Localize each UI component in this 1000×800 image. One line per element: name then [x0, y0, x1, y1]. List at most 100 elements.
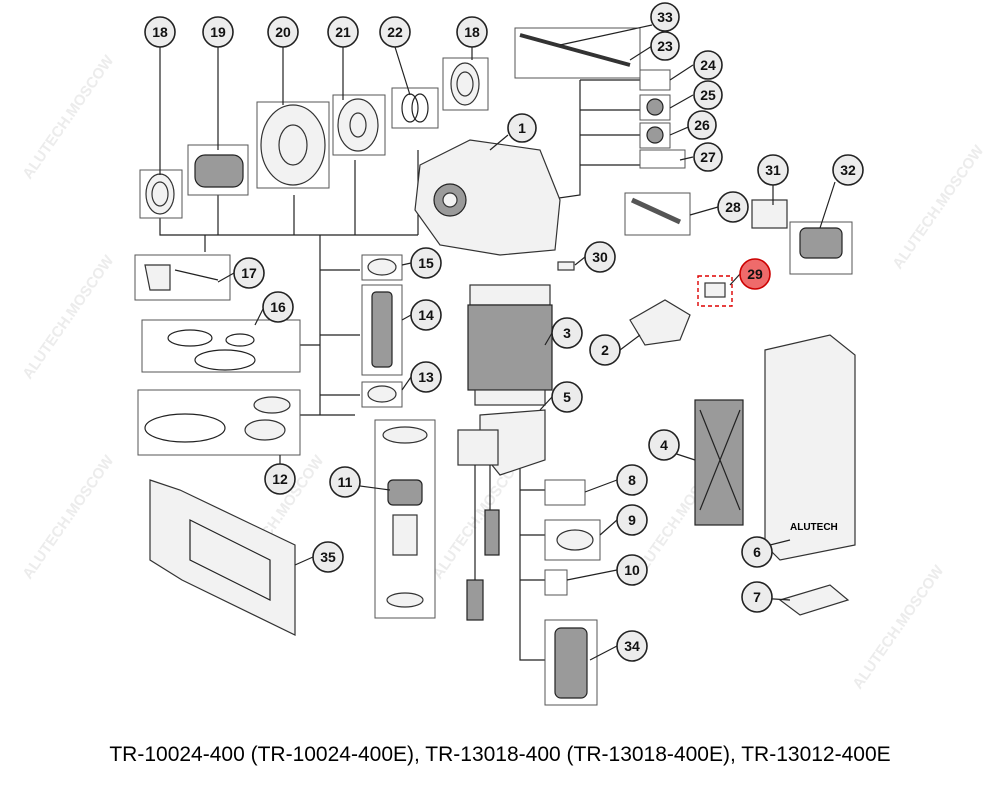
callout-15[interactable]: 15	[410, 247, 442, 279]
svg-text:13: 13	[418, 369, 434, 385]
callout-25[interactable]: 25	[693, 80, 723, 110]
limit-switch-31-32	[751, 199, 853, 275]
svg-text:3: 3	[563, 325, 571, 341]
callout-17[interactable]: 17	[233, 257, 265, 289]
watermark: ALUTECH.MOSCOW	[889, 142, 988, 273]
svg-text:5: 5	[563, 389, 571, 405]
key-30	[557, 261, 575, 271]
svg-text:11: 11	[338, 474, 353, 490]
callout-11[interactable]: 11	[329, 466, 361, 498]
svg-text:25: 25	[700, 87, 716, 103]
callout-13[interactable]: 13	[410, 361, 442, 393]
callout-30[interactable]: 30	[584, 241, 616, 273]
callout-32[interactable]: 32	[832, 154, 864, 186]
bearing-18-left	[139, 169, 183, 219]
callout-6[interactable]: 6	[741, 536, 773, 568]
shaft-33	[514, 27, 641, 79]
callout-19[interactable]: 19	[202, 16, 234, 48]
handwheel-5	[457, 409, 546, 621]
seal-kit-16	[141, 319, 301, 373]
pinion-19	[187, 144, 249, 196]
svg-text:16: 16	[270, 299, 286, 315]
callout-33[interactable]: 33	[650, 2, 680, 32]
watermark: ALUTECH.MOSCOW	[19, 452, 118, 583]
callout-21[interactable]: 21	[327, 16, 359, 48]
svg-text:6: 6	[753, 544, 761, 560]
svg-text:9: 9	[628, 512, 636, 528]
svg-text:21: 21	[335, 24, 351, 40]
svg-text:8: 8	[628, 472, 636, 488]
circlips-22	[391, 87, 439, 129]
callout-5[interactable]: 5	[551, 381, 583, 413]
callout-8[interactable]: 8	[616, 464, 648, 496]
worm-14	[361, 284, 403, 376]
watermark: ALUTECH.MOSCOW	[849, 562, 948, 693]
callout-28[interactable]: 28	[717, 191, 749, 223]
svg-text:32: 32	[840, 162, 856, 178]
callout-2[interactable]: 2	[589, 334, 621, 366]
callout-34[interactable]: 34	[616, 630, 648, 662]
callout-1[interactable]: 1	[507, 113, 537, 143]
bracket-17	[134, 254, 231, 301]
cover-6: ALUTECH	[764, 334, 856, 561]
callout-10[interactable]: 10	[616, 554, 648, 586]
svg-text:19: 19	[210, 24, 226, 40]
callout-9[interactable]: 9	[616, 504, 648, 536]
callout-24[interactable]: 24	[693, 50, 723, 80]
parts-8-10	[544, 479, 601, 596]
svg-text:26: 26	[694, 117, 710, 133]
cover-logo: ALUTECH	[790, 522, 838, 533]
watermark: ALUTECH.MOSCOW	[19, 252, 118, 383]
callout-26[interactable]: 26	[687, 110, 717, 140]
hand-crank-34	[544, 619, 598, 706]
svg-text:7: 7	[753, 589, 761, 605]
watermark: ALUTECH.MOSCOW	[19, 52, 118, 183]
flange-21	[332, 94, 386, 156]
callout-16[interactable]: 16	[262, 291, 294, 323]
svg-text:28: 28	[725, 199, 741, 215]
encoder-2	[629, 299, 691, 346]
svg-text:4: 4	[660, 437, 668, 453]
callout-20[interactable]: 20	[267, 16, 299, 48]
release-lever-28	[624, 192, 691, 236]
callout-29-highlighted[interactable]: 29	[739, 258, 771, 290]
control-board-4	[694, 399, 744, 526]
callout-23[interactable]: 23	[650, 31, 680, 61]
svg-text:20: 20	[275, 24, 291, 40]
svg-text:34: 34	[624, 638, 640, 654]
bearing-13	[361, 381, 403, 408]
svg-text:17: 17	[241, 265, 257, 281]
svg-text:23: 23	[657, 38, 673, 54]
chain-hoist-11	[374, 419, 436, 619]
svg-text:12: 12	[272, 471, 288, 487]
svg-text:15: 15	[418, 255, 434, 271]
callout-12[interactable]: 12	[264, 463, 296, 495]
callout-7[interactable]: 7	[741, 581, 773, 613]
svg-text:22: 22	[387, 24, 403, 40]
gearbox-housing-1	[414, 139, 561, 256]
svg-text:14: 14	[418, 307, 434, 323]
callout-22[interactable]: 22	[379, 16, 411, 48]
seal-kit-12	[137, 389, 301, 456]
callout-14[interactable]: 14	[410, 299, 442, 331]
svg-text:33: 33	[657, 9, 673, 25]
motor-3	[467, 284, 553, 406]
small-parts-24-27	[639, 69, 686, 169]
callout-3[interactable]: 3	[551, 317, 583, 349]
gear-20	[256, 101, 330, 189]
callout-18[interactable]: 18	[144, 16, 176, 48]
callout-35[interactable]: 35	[312, 541, 344, 573]
model-caption: TR-10024-400 (TR-10024-400E), TR-13018-4…	[109, 743, 891, 766]
callout-4[interactable]: 4	[648, 429, 680, 461]
callout-18b[interactable]: 18	[456, 16, 488, 48]
watermark: ALUTECH.MOSCOW	[429, 452, 528, 583]
bracket-35	[149, 479, 296, 636]
bearing-18-right	[442, 57, 489, 111]
bearing-15	[361, 254, 403, 281]
svg-text:2: 2	[601, 342, 609, 358]
callout-27[interactable]: 27	[693, 142, 723, 172]
svg-text:18: 18	[464, 24, 480, 40]
callout-31[interactable]: 31	[757, 154, 789, 186]
part-29-highlighted	[697, 275, 733, 307]
